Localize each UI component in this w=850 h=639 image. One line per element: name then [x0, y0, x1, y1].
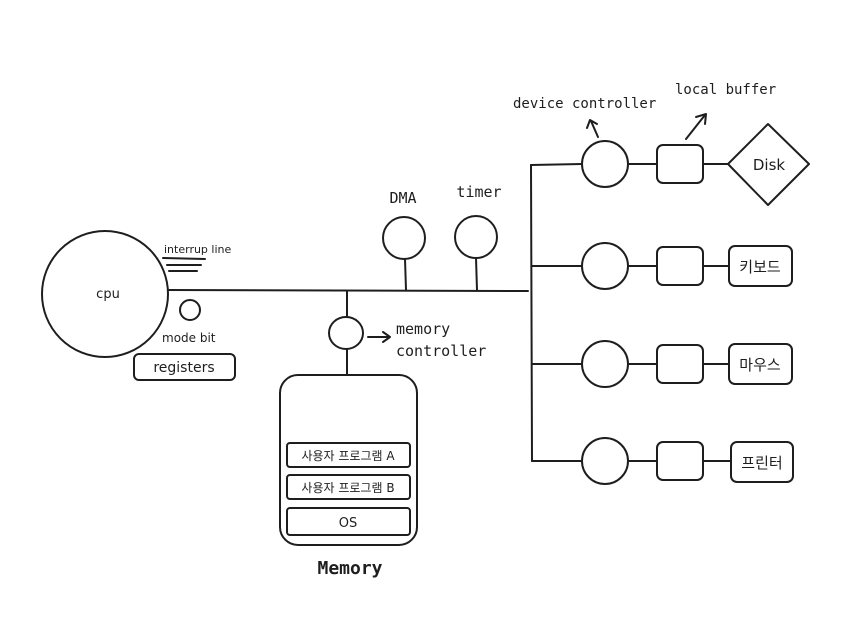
- interrupt-lines: [162, 257, 206, 272]
- local-buffer-label: local buffer: [675, 82, 776, 98]
- cpu-label: cpu: [96, 287, 120, 302]
- memory-slot-os: [286, 507, 411, 536]
- cpu-node: [41, 230, 169, 358]
- device-controller-node: [581, 437, 629, 485]
- local-buffer-arrow: [685, 113, 707, 140]
- dma-connector: [404, 258, 407, 291]
- timer-connector: [475, 257, 478, 291]
- device-controller-node: [581, 140, 629, 188]
- keyboard-node: [728, 245, 793, 287]
- registers-label: registers: [153, 360, 214, 376]
- mouse-node: [728, 343, 793, 385]
- io-branch-disk: [530, 163, 583, 166]
- local-buffer-box: [656, 144, 704, 184]
- memory-slot-label: 사용자 프로그램 A: [301, 449, 395, 463]
- dma-label: DMA: [389, 189, 416, 207]
- device-controller-node: [581, 242, 629, 290]
- memory-slot-label: OS: [339, 516, 357, 531]
- memory-controller-node: [328, 316, 364, 350]
- local-buffer-box: [656, 246, 704, 286]
- device-label: 마우스: [739, 356, 781, 374]
- memory-slot-user-program-a: [286, 442, 411, 468]
- device-controller-arrow: [586, 119, 599, 138]
- mode-bit-node: [179, 299, 201, 321]
- memory-controller-label-line2: controller: [396, 342, 486, 360]
- device-label: Disk: [753, 156, 786, 174]
- memory-slot-user-program-b: [286, 474, 411, 500]
- device-label: 프린터: [741, 454, 782, 472]
- timer-label: timer: [456, 183, 501, 201]
- memory-controller-label-line1: memory: [396, 320, 450, 338]
- memory-slot-label: 사용자 프로그램 B: [301, 481, 394, 495]
- disk-node: [727, 123, 810, 206]
- dma-node: [382, 216, 426, 260]
- device-controller-node: [581, 340, 629, 388]
- device-controller-label: device controller: [513, 96, 656, 112]
- mode-bit-label: mode bit: [162, 331, 216, 345]
- memory-title: Memory: [317, 558, 382, 579]
- local-buffer-box: [656, 441, 704, 481]
- device-label: 키보드: [739, 258, 781, 276]
- local-buffer-box: [656, 344, 704, 384]
- timer-node: [454, 215, 498, 259]
- io-trunk-line: [530, 164, 533, 462]
- registers-box: [133, 353, 236, 381]
- memory-controller-arrow: [367, 331, 391, 343]
- interrupt-line-label: interrup line: [164, 243, 231, 256]
- printer-node: [730, 441, 794, 483]
